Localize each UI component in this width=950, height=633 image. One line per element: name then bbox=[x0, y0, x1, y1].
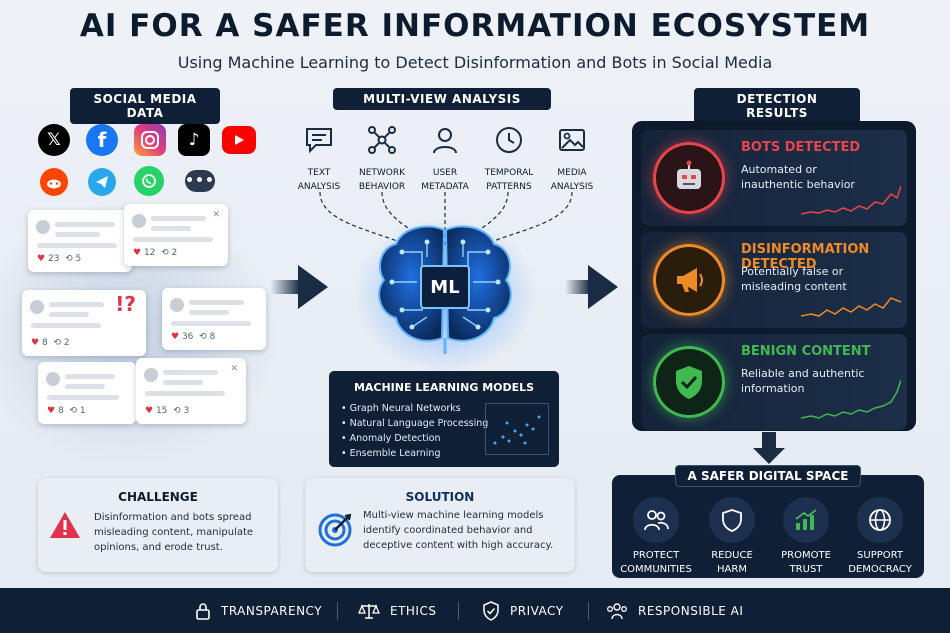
arrow-right-icon bbox=[298, 265, 328, 309]
safer-title: A SAFER DIGITAL SPACE bbox=[674, 465, 862, 487]
shield-icon bbox=[722, 509, 742, 532]
post-card-flagged: !? ♥ 8 ⟲ 2 bbox=[22, 290, 146, 356]
result-title: BOTS DETECTED bbox=[741, 140, 861, 155]
challenge-box: CHALLENGE Disinformation and bots spread… bbox=[38, 478, 278, 572]
lock-icon bbox=[196, 602, 210, 620]
section-label-multiview: MULTI-VIEW ANALYSIS bbox=[333, 88, 551, 110]
solution-title: SOLUTION bbox=[405, 490, 475, 504]
megaphone-icon bbox=[677, 268, 703, 292]
disinformation-trend-sparkline bbox=[801, 297, 901, 317]
result-title: BENIGN CONTENT bbox=[741, 344, 871, 359]
shield-check-icon bbox=[676, 366, 702, 399]
arrow-down-shaft bbox=[762, 432, 776, 450]
post-card: ♥ 23 ⟲ 5 bbox=[28, 210, 132, 272]
ml-models-title: MACHINE LEARNING MODELS bbox=[353, 381, 535, 394]
people-icon bbox=[644, 510, 669, 531]
model-item: • Anomaly Detection bbox=[341, 433, 441, 444]
user-icon bbox=[433, 128, 457, 154]
page-title: AI FOR A SAFER INFORMATION ECOSYSTEM bbox=[79, 8, 871, 44]
shield-check-icon bbox=[483, 600, 499, 621]
post-card: ♥ 36 ⟲ 8 bbox=[162, 288, 266, 350]
robot-icon bbox=[677, 160, 701, 189]
brain-icon bbox=[378, 225, 512, 354]
youtube-icon bbox=[222, 126, 256, 154]
x-icon: 𝕏 bbox=[38, 124, 70, 156]
footer-ethics: ETHICS bbox=[358, 588, 436, 633]
model-item: • Ensemble Learning bbox=[341, 448, 441, 459]
scales-icon bbox=[358, 603, 380, 619]
ml-chip: ML bbox=[420, 265, 470, 309]
solution-box: SOLUTION Multi-view machine learning mod… bbox=[305, 478, 575, 572]
post-card: ✕ ♥ 12 ⟲ 2 bbox=[124, 204, 228, 266]
footer-bar: TRANSPARENCY ETHICS PRIVACY RESPONSIBLE … bbox=[0, 588, 950, 633]
page-subtitle: Using Machine Learning to Detect Disinfo… bbox=[177, 53, 773, 72]
reddit-icon bbox=[40, 168, 68, 196]
clock-icon bbox=[496, 127, 522, 153]
facebook-icon: f bbox=[86, 124, 118, 156]
network-icon bbox=[368, 126, 396, 154]
arrow-right-icon bbox=[588, 265, 618, 309]
arrow-tail bbox=[565, 280, 590, 294]
footer-responsible-ai: RESPONSIBLE AI bbox=[606, 588, 743, 633]
image-icon bbox=[559, 129, 585, 151]
result-disinformation: DISINFORMATION DETECTED Potentially fals… bbox=[641, 232, 907, 328]
result-title: DISINFORMATION DETECTED bbox=[741, 242, 870, 272]
globe-icon bbox=[869, 509, 891, 531]
warning-icon bbox=[50, 512, 80, 538]
instagram-icon bbox=[134, 124, 166, 156]
model-item: • Graph Neural Networks bbox=[341, 403, 461, 414]
post-card: ✕ ♥ 15 ⟲ 3 bbox=[136, 358, 246, 424]
text-bubble-icon bbox=[306, 128, 332, 154]
section-label-social: SOCIAL MEDIA DATA bbox=[70, 88, 220, 124]
benign-trend-sparkline bbox=[801, 379, 901, 419]
tiktok-icon: ♪ bbox=[178, 124, 210, 156]
bots-trend-sparkline bbox=[801, 185, 901, 215]
challenge-title: CHALLENGE bbox=[118, 490, 198, 504]
model-item: • Natural Language Processing bbox=[341, 418, 489, 429]
scatter-thumbnail-icon bbox=[485, 403, 549, 455]
telegram-icon bbox=[88, 168, 116, 196]
ml-models-panel: MACHINE LEARNING MODELS • Graph Neural N… bbox=[329, 371, 559, 467]
footer-transparency: TRANSPARENCY bbox=[195, 588, 322, 633]
arrow-tail bbox=[270, 280, 300, 294]
target-icon bbox=[318, 513, 352, 547]
post-card: ♥ 8 ⟲ 1 bbox=[38, 362, 136, 424]
bar-growth-icon bbox=[795, 509, 817, 530]
footer-privacy: PRIVACY bbox=[482, 588, 564, 633]
chat-icon: ••• bbox=[185, 170, 215, 192]
section-label-detection: DETECTION RESULTS bbox=[694, 88, 860, 124]
team-icon bbox=[607, 602, 627, 619]
arrow-down-icon bbox=[753, 448, 785, 464]
whatsapp-icon bbox=[134, 166, 164, 196]
